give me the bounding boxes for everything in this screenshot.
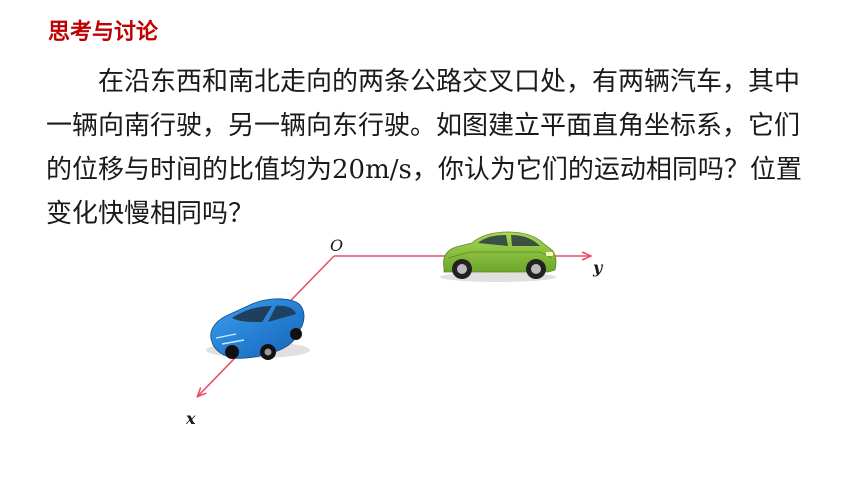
section-heading: 思考与讨论 [48, 20, 159, 45]
origin-label: O [330, 236, 343, 255]
x-axis-label: x [185, 409, 196, 428]
y-axis-label: y [592, 258, 604, 277]
green-car-image [440, 231, 557, 282]
blue-car-image [206, 298, 310, 360]
question-paragraph: 在沿东西和南北走向的两条公路交叉口处，有两辆汽车，其中一辆向南行驶，另一辆向东行… [46, 67, 802, 229]
